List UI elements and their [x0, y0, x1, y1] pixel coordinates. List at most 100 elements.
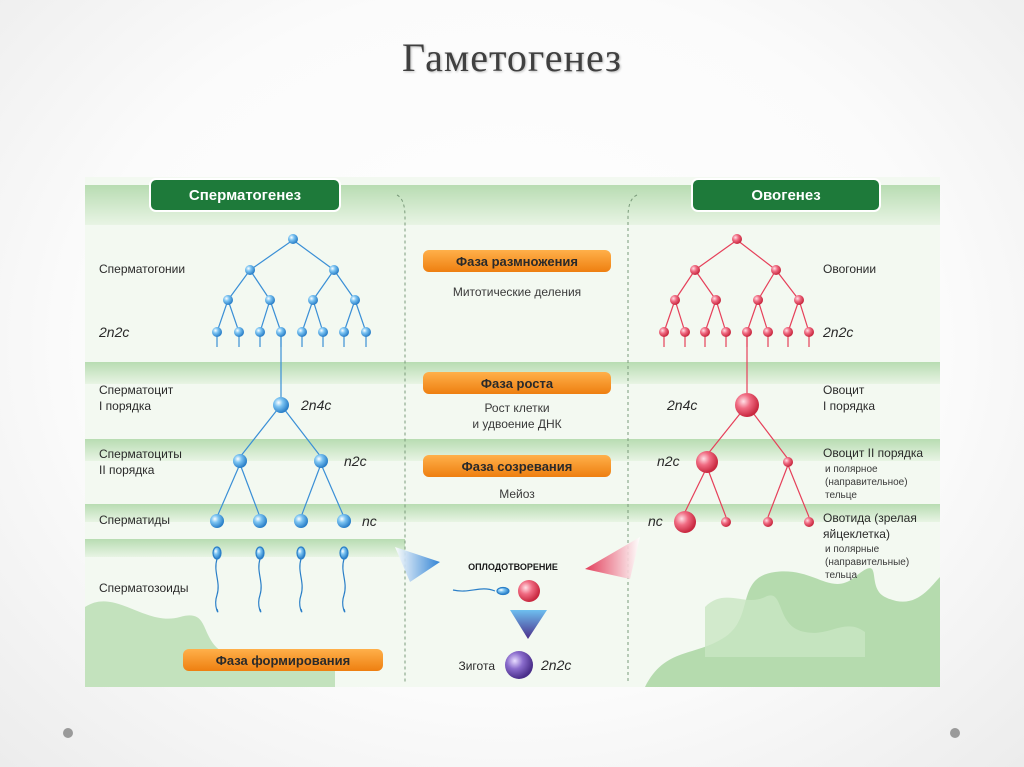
band-maturation — [85, 439, 940, 461]
oogonium-cell — [680, 327, 690, 337]
spermatogonium-cell — [212, 327, 222, 337]
phase-growth-desc-1: Рост клетки — [484, 401, 549, 415]
formula-right-2n2c: 2n2c — [822, 324, 853, 340]
spermatozoon — [339, 546, 349, 613]
spermatogonium-cell — [350, 295, 360, 305]
spermatid-cell — [253, 514, 267, 528]
spermatogonium-cell — [361, 327, 371, 337]
spermatogonium-cell — [265, 295, 275, 305]
formula-zygote: 2n2c — [540, 657, 571, 673]
oogonium-cell — [804, 327, 814, 337]
oocyte-2-cell — [696, 451, 718, 473]
label-spermatozoa: Сперматозоиды — [99, 581, 188, 595]
zygote-label: Зигота — [458, 659, 495, 673]
oogonium-cell — [700, 327, 710, 337]
header-spermatogenesis-label: Сперматогенез — [189, 187, 301, 204]
label-spermatocyte-1-line2: I порядка — [99, 399, 151, 413]
spermatogonia-cells — [212, 234, 371, 337]
phase-reproduction-desc: Митотические деления — [453, 285, 581, 299]
label-spermatocyte-2-line2: II порядка — [99, 463, 155, 477]
spermatogonium-cell — [245, 265, 255, 275]
fertilization-arrow-left — [395, 547, 440, 582]
spermatogonium-cell — [276, 327, 286, 337]
label-oocyte-1-line2: I порядка — [823, 399, 875, 413]
phase-reproduction-label: Фаза размножения — [456, 254, 578, 269]
spermatogonia-tree-lines — [216, 239, 367, 518]
spermatogonium-cell — [318, 327, 328, 337]
label-spermatocyte-2-line1: Сперматоциты — [99, 447, 182, 461]
spermatocyte-2-cell — [233, 454, 247, 468]
spermatogonium-cell — [234, 327, 244, 337]
spermatocyte-1-cell — [273, 397, 289, 413]
formula-right-nc: nc — [648, 513, 663, 529]
formula-left-nc: nc — [362, 513, 377, 529]
fertilization-label: ОПЛОДОТВОРЕНИЕ — [468, 562, 558, 572]
oogonium-cell — [721, 327, 731, 337]
label-ootid-line2: яйцеклетка) — [823, 527, 890, 541]
fertilizing-sperm — [452, 586, 510, 596]
formula-left-2n4c: 2n4c — [300, 397, 331, 413]
spermatid-cell — [210, 514, 224, 528]
phase-formation-badge — [183, 649, 383, 671]
label-polar1-line3: тельце — [825, 490, 857, 501]
polar-body-3 — [763, 517, 773, 527]
oogonium-cell — [771, 265, 781, 275]
oogonium-cell — [690, 265, 700, 275]
header-spermatogenesis — [149, 178, 341, 212]
spermatid-cell — [294, 514, 308, 528]
label-polar2-line2: (направительные) — [825, 557, 909, 568]
polar-body-2 — [721, 517, 731, 527]
label-polar2-line3: тельца — [825, 570, 857, 581]
header-oogenesis — [691, 178, 881, 212]
label-spermatogonia: Сперматогонии — [99, 262, 185, 276]
oogonium-cell — [794, 295, 804, 305]
spermatogonium-cell — [339, 327, 349, 337]
header-oogenesis-label: Овогенез — [751, 187, 820, 204]
oogonium-cell — [753, 295, 763, 305]
phase-growth-label: Фаза роста — [481, 376, 554, 391]
oogonium-cell — [763, 327, 773, 337]
slide-corner-dot-left — [63, 728, 73, 738]
oogonium-cell — [783, 327, 793, 337]
oocyte-1-cell — [735, 393, 759, 417]
formula-left-2n2c: 2n2c — [98, 324, 129, 340]
zygote-cell — [505, 651, 533, 679]
gametogenesis-diagram: Сперматогенез Овогенез Фаза размножения … — [85, 177, 940, 687]
spermatogonium-cell — [288, 234, 298, 244]
phase-formation-label: Фаза формирования — [216, 653, 351, 668]
spermatozoon — [296, 546, 306, 613]
phase-growth-badge — [423, 372, 611, 394]
formula-left-n2c: n2c — [344, 453, 367, 469]
spermatogonium-cell — [223, 295, 233, 305]
slide-corner-dot-right — [950, 728, 960, 738]
spermatozoon — [255, 546, 265, 613]
oogonium-cell — [670, 295, 680, 305]
spermatogonium-cell — [308, 295, 318, 305]
band-formation — [85, 539, 405, 557]
divider-right — [627, 194, 638, 682]
phase-growth-desc-2: и удвоение ДНК — [472, 417, 561, 431]
polar-body-4 — [804, 517, 814, 527]
label-oocyte-2: Овоцит II порядка — [823, 446, 923, 460]
phase-maturation-desc: Мейоз — [499, 487, 535, 501]
label-polar1-line2: (направительное) — [825, 477, 908, 488]
phase-maturation-badge — [423, 455, 611, 477]
fertilization-arrow-right — [585, 537, 640, 579]
oogonium-cell — [659, 327, 669, 337]
spermatozoa-group — [212, 546, 349, 613]
oogonium-cell — [711, 295, 721, 305]
spermatogonium-cell — [329, 265, 339, 275]
zygote-arrow — [510, 610, 547, 639]
spermatogonium-cell — [297, 327, 307, 337]
polar-body-1 — [783, 457, 793, 467]
spermatocyte-2-cell — [314, 454, 328, 468]
phase-reproduction-badge — [423, 250, 611, 272]
decor-blob-right-2 — [705, 595, 865, 657]
label-spermatids: Сперматиды — [99, 513, 170, 527]
formula-right-n2c: n2c — [657, 453, 680, 469]
phase-maturation-label: Фаза созревания — [462, 459, 573, 474]
spermatozoon — [212, 546, 222, 613]
oogonium-cell — [742, 327, 752, 337]
egg-cell — [518, 580, 540, 602]
